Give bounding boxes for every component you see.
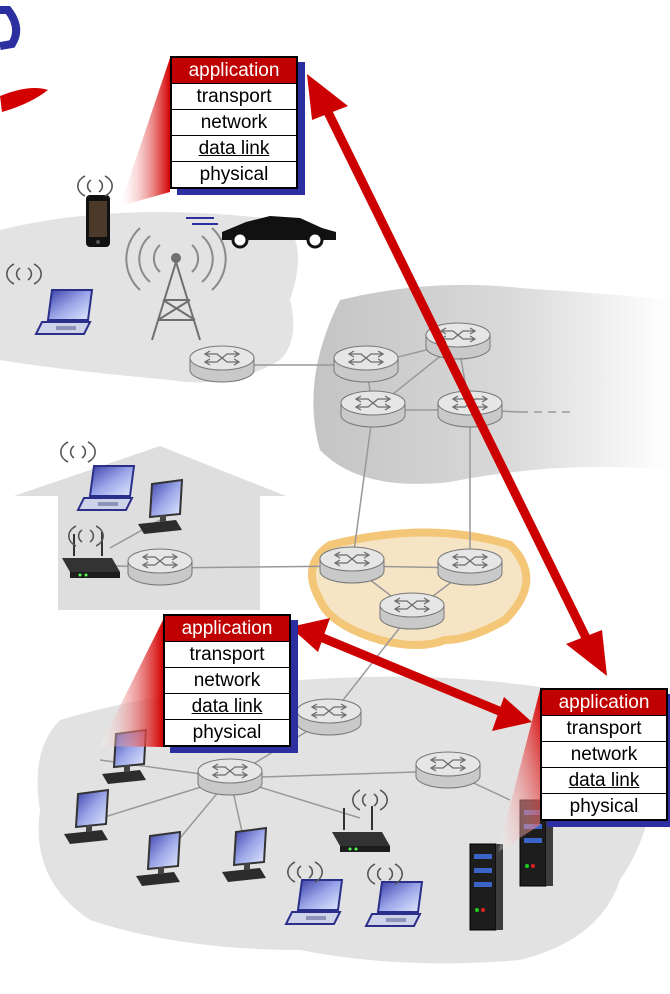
- title-fragment: [0, 6, 48, 112]
- layer-transport: transport: [165, 641, 289, 667]
- router-icon: [437, 548, 503, 586]
- layer-data-link: data link: [172, 135, 296, 161]
- protocol-stack-server: application transport network data link …: [540, 688, 668, 821]
- layer-transport: transport: [172, 83, 296, 109]
- wireless-signal-icon: [77, 175, 113, 197]
- layer-physical: physical: [165, 719, 289, 745]
- layer-data-link: data link: [165, 693, 289, 719]
- layer-application: application: [165, 616, 289, 641]
- end-to-end-arrow: [307, 74, 607, 676]
- protocol-stack-mobile: application transport network data link …: [170, 56, 298, 189]
- end-to-end-arrow: [290, 618, 532, 731]
- router-icon: [333, 345, 399, 383]
- protocol-stack-enterprise: application transport network data link …: [163, 614, 291, 747]
- router-icon: [197, 758, 263, 796]
- callout-wedge: [498, 690, 540, 852]
- router-icon: [379, 592, 445, 630]
- cell-tower-icon: [125, 227, 227, 341]
- layer-network: network: [172, 109, 296, 135]
- core-network-region: [313, 284, 670, 484]
- callout-wedge: [100, 620, 163, 747]
- layer-application: application: [172, 58, 296, 83]
- router-icon: [340, 390, 406, 428]
- layer-physical: physical: [542, 793, 666, 819]
- router-icon: [189, 345, 255, 383]
- layer-network: network: [165, 667, 289, 693]
- layer-physical: physical: [172, 161, 296, 187]
- car-icon: [186, 216, 336, 249]
- layer-network: network: [542, 741, 666, 767]
- smartphone-icon: [86, 195, 110, 247]
- router-icon: [127, 548, 193, 586]
- wireless-signal-icon: [60, 441, 96, 463]
- layer-data-link: data link: [542, 767, 666, 793]
- mobile-network-region: [0, 212, 298, 383]
- router-icon: [415, 751, 481, 789]
- server-icon: [469, 843, 504, 931]
- layer-transport: transport: [542, 715, 666, 741]
- callout-wedge: [120, 58, 170, 206]
- router-icon: [319, 546, 385, 584]
- layer-application: application: [542, 690, 666, 715]
- router-icon: [296, 698, 362, 736]
